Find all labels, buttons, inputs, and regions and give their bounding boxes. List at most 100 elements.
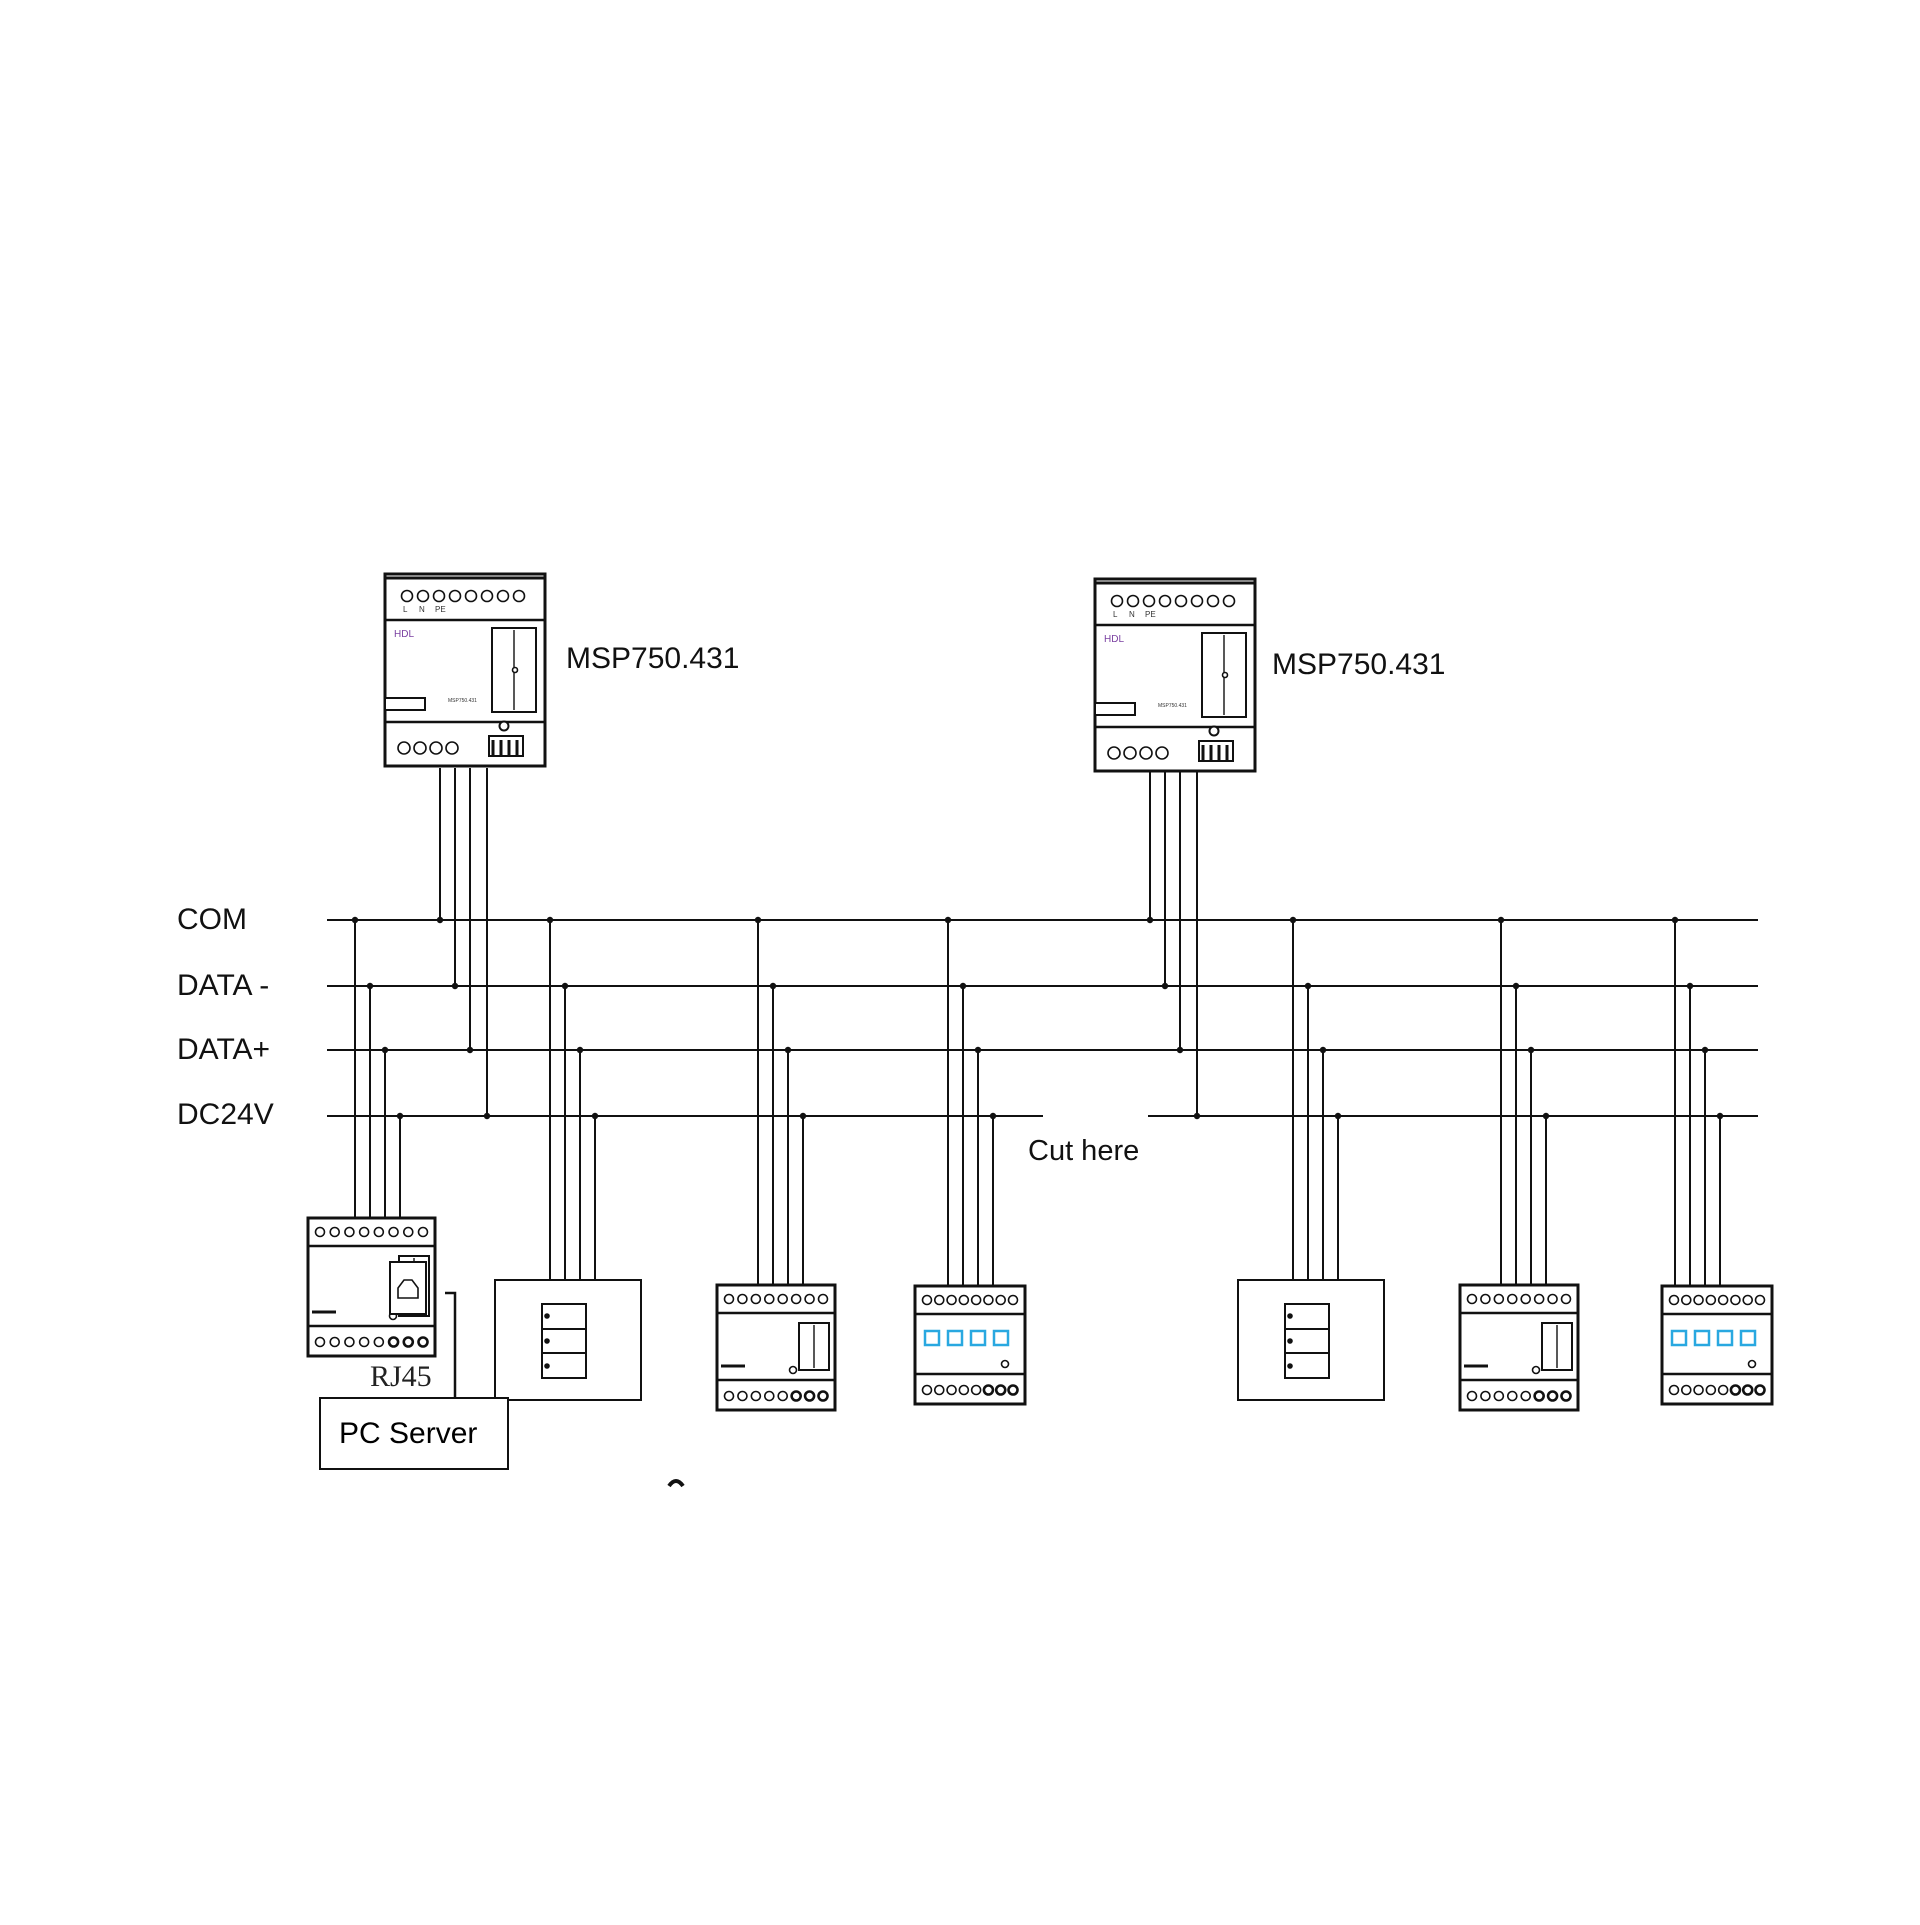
relay-module-2 [1660, 1284, 1774, 1406]
terminal [329, 1226, 341, 1238]
terminal [387, 1336, 400, 1348]
junction-dot [959, 982, 967, 990]
key-dot [544, 1338, 550, 1344]
terminal [373, 1336, 385, 1348]
terminal-label: N [419, 605, 425, 614]
terminal [994, 1384, 1007, 1396]
relay-indicator [946, 1329, 964, 1347]
key-dot [544, 1363, 550, 1369]
brand-logo: HDL [394, 629, 414, 640]
terminal [1546, 1390, 1559, 1402]
key-dot [1287, 1313, 1293, 1319]
wall-panel-2 [1237, 1279, 1385, 1401]
junction-dot [944, 916, 952, 924]
junction-dot [1527, 1046, 1535, 1054]
terminal [496, 589, 510, 603]
ip-gateway-module [306, 1216, 437, 1358]
terminal [402, 1226, 414, 1238]
terminal [445, 741, 459, 755]
power-supply-1-model-label: MSP750.431 [566, 642, 740, 675]
terminal [737, 1390, 748, 1402]
terminal [417, 1336, 429, 1348]
terminal [416, 589, 430, 603]
junction-dot [799, 1112, 807, 1120]
terminal [737, 1293, 748, 1305]
terminal [982, 1384, 995, 1396]
bus-label-data-plus: DATA+ [177, 1033, 271, 1066]
terminal [958, 1294, 970, 1306]
terminal [1466, 1390, 1478, 1402]
junction-dot [483, 1112, 491, 1120]
junction-dot [351, 916, 359, 924]
junction-dot [1289, 916, 1297, 924]
terminal [1741, 1384, 1754, 1396]
terminal [1493, 1293, 1505, 1305]
relay-indicator [1670, 1329, 1688, 1347]
junction-dot [769, 982, 777, 990]
terminal-label: PE [1145, 610, 1156, 619]
terminal [432, 589, 446, 603]
terminal [1754, 1294, 1766, 1306]
junction-dot [396, 1112, 404, 1120]
junction-dot [1716, 1112, 1724, 1120]
terminal [464, 589, 478, 603]
terminal [1520, 1390, 1532, 1402]
relay-indicator [923, 1329, 941, 1347]
junction-dot [1497, 916, 1505, 924]
junction-dot [1686, 982, 1694, 990]
terminal [400, 589, 414, 603]
terminal [1126, 594, 1140, 608]
switch-dot [1221, 671, 1229, 679]
terminal [1480, 1390, 1491, 1402]
terminal [314, 1226, 326, 1238]
junction-dot [1161, 982, 1169, 990]
rj45-socket-icon [397, 1279, 419, 1299]
terminal [1560, 1293, 1572, 1305]
terminal [344, 1336, 355, 1348]
terminal [388, 1226, 399, 1238]
pc-server-box: PC Server [319, 1397, 509, 1470]
terminal [1110, 594, 1124, 608]
key-dot [1287, 1363, 1293, 1369]
terminal [970, 1384, 982, 1396]
junction-dot [989, 1112, 997, 1120]
junction-dot [1701, 1046, 1709, 1054]
rj45-label: RJ45 [370, 1360, 432, 1393]
relay-indicator [1739, 1329, 1757, 1347]
terminal [817, 1390, 829, 1402]
terminal [921, 1294, 933, 1306]
terminal [946, 1384, 957, 1396]
led-indicator [1531, 1365, 1541, 1375]
terminal [790, 1390, 802, 1402]
junction-dot [784, 1046, 792, 1054]
device-model-text: MSP750.431 [448, 698, 477, 704]
terminal [344, 1226, 355, 1238]
bus-label-com: COM [177, 903, 247, 936]
terminal [1668, 1384, 1680, 1396]
terminal [763, 1390, 775, 1402]
terminal [1155, 746, 1169, 760]
relay-indicator [1716, 1329, 1734, 1347]
terminal-label: L [1113, 610, 1118, 619]
terminal-label: L [403, 605, 408, 614]
terminal [1493, 1390, 1505, 1402]
junction-dot [561, 982, 569, 990]
led-indicator [1208, 725, 1220, 737]
device-model-text: MSP750.431 [1158, 703, 1187, 709]
terminal [429, 741, 443, 755]
terminal [1107, 746, 1121, 760]
terminal [448, 589, 462, 603]
junction-dot [436, 916, 444, 924]
terminal [1693, 1294, 1704, 1306]
terminal [723, 1390, 735, 1402]
terminal [763, 1293, 775, 1305]
terminal [314, 1336, 326, 1348]
junction-dot [1193, 1112, 1201, 1120]
terminal [480, 589, 494, 603]
terminal [1533, 1293, 1545, 1305]
junction-dot [974, 1046, 982, 1054]
terminal [402, 1336, 415, 1348]
terminal [921, 1384, 933, 1396]
